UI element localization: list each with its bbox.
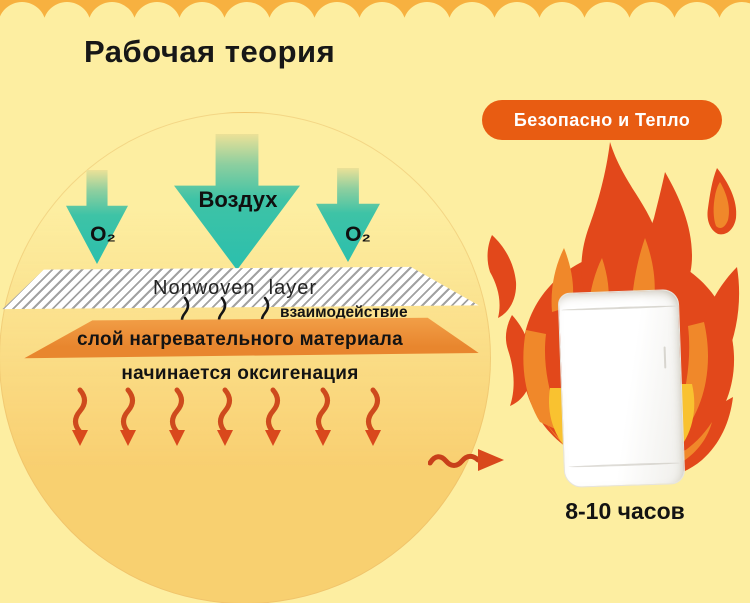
heat-wave-right-icon xyxy=(428,449,504,471)
heat-wave-down-icon xyxy=(315,387,331,446)
oxygenation-label: начинается оксигенация xyxy=(121,363,359,384)
heat-pack xyxy=(557,288,686,489)
sachet-bottom-fold xyxy=(568,462,681,468)
scalloped-border xyxy=(0,0,750,42)
heat-wave-down-icon xyxy=(169,387,185,446)
heat-wave-down-icon xyxy=(217,387,233,446)
nonwoven-layer-band xyxy=(2,266,479,310)
page-title: Рабочая теория xyxy=(84,34,336,69)
duration-label: 8-10 часов xyxy=(565,498,685,524)
o2-right-label: O₂ xyxy=(345,223,371,246)
heating-material-layer-band xyxy=(24,317,479,359)
safe-warm-badge-label: Безопасно и Тепло xyxy=(513,109,691,130)
interaction-label: взаимодействие xyxy=(280,304,408,321)
heat-wave-down-icon xyxy=(120,387,136,446)
sachet-top-fold xyxy=(561,305,676,312)
o2-left-label: O₂ xyxy=(90,223,116,246)
sachet-crease xyxy=(663,346,667,369)
heat-wave-down-icon xyxy=(365,387,381,446)
heat-wave-down-icon xyxy=(72,387,88,446)
heating-material-layer-label: слой нагревательного материала xyxy=(76,329,404,350)
nonwoven-layer-label: Nonwoven layer xyxy=(153,277,317,299)
safe-warm-badge: Безопасно и Тепло xyxy=(482,100,722,140)
heat-wave-down-icon xyxy=(265,387,281,446)
air-label: Воздух xyxy=(198,187,278,212)
